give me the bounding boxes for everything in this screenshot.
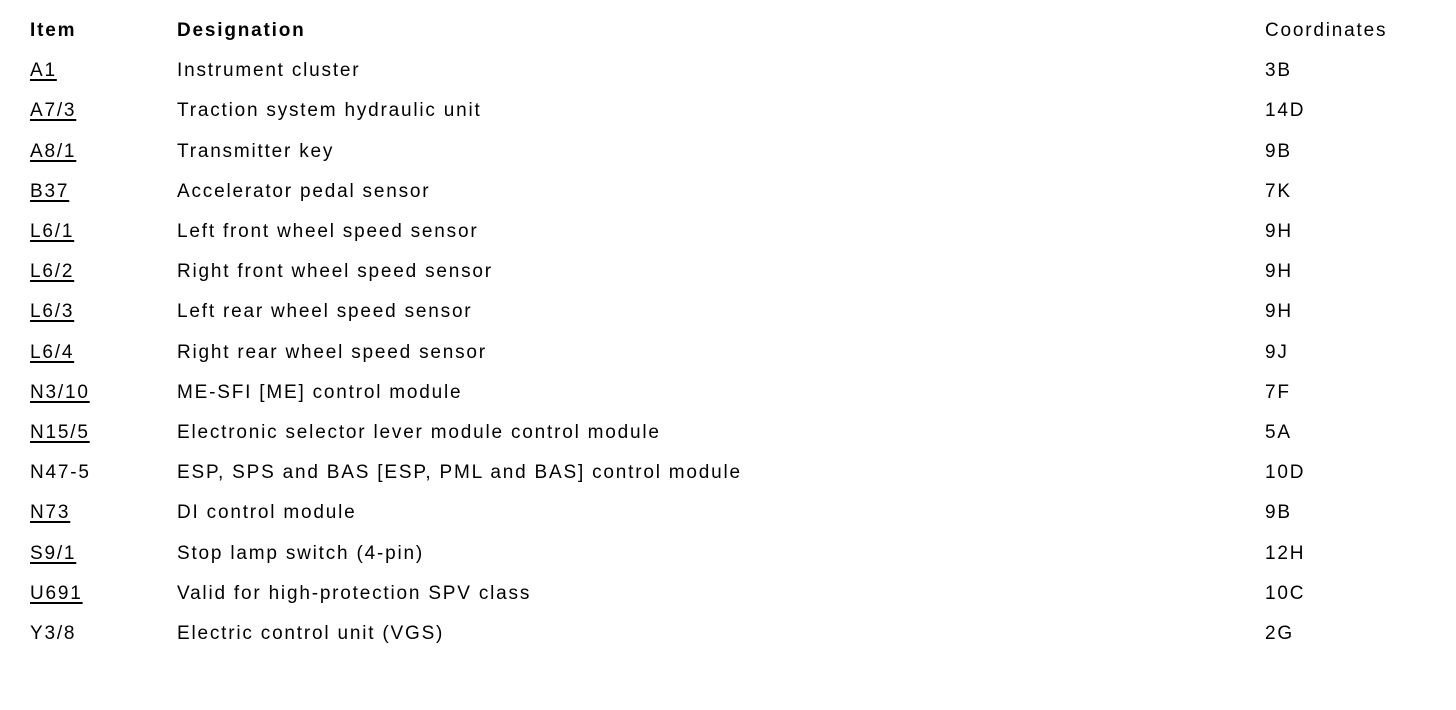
item-link[interactable]: L6/1 — [30, 221, 75, 243]
table-row: L6/2 Right front wheel speed sensor 9H — [30, 252, 1456, 292]
table-row: U691 Valid for high-protection SPV class… — [30, 574, 1456, 614]
item-link[interactable]: L6/2 — [30, 261, 75, 283]
table-row: S9/1 Stop lamp switch (4-pin) 12H — [30, 533, 1456, 573]
coordinates-cell: 14D — [1265, 100, 1306, 122]
item-link[interactable]: L6/3 — [30, 301, 75, 323]
coordinates-cell: 9B — [1265, 140, 1292, 162]
designation-cell: Right rear wheel speed sensor — [177, 341, 487, 363]
table-row: N15/5 Electronic selector lever module c… — [30, 413, 1456, 453]
item-cell: Y3/8 — [30, 622, 77, 644]
table-row: L6/3 Left rear wheel speed sensor 9H — [30, 292, 1456, 332]
item-link[interactable]: N15/5 — [30, 421, 90, 443]
table-row: A8/1 Transmitter key 9B — [30, 132, 1456, 172]
designation-cell: Left front wheel speed sensor — [177, 221, 479, 243]
table-row: A7/3 Traction system hydraulic unit 14D — [30, 91, 1456, 131]
column-header-designation: Designation — [177, 20, 306, 42]
table-body: A1 Instrument cluster 3B A7/3 Traction s… — [30, 51, 1456, 654]
coordinates-cell: 10C — [1265, 582, 1306, 604]
item-link[interactable]: S9/1 — [30, 542, 77, 564]
designation-cell: Right front wheel speed sensor — [177, 261, 493, 283]
table-header-row: Item Designation Coordinates — [30, 11, 1456, 51]
coordinates-cell: 9H — [1265, 221, 1293, 243]
item-link[interactable]: N73 — [30, 502, 71, 524]
coordinates-cell: 9H — [1265, 261, 1293, 283]
designation-cell: ESP, SPS and BAS [ESP, PML and BAS] cont… — [177, 462, 742, 484]
item-link[interactable]: A1 — [30, 60, 57, 82]
designation-cell: Electronic selector lever module control… — [177, 421, 661, 443]
table-row: Y3/8 Electric control unit (VGS) 2G — [30, 614, 1456, 654]
coordinates-cell: 2G — [1265, 622, 1294, 644]
item-link[interactable]: A8/1 — [30, 140, 77, 162]
item-link[interactable]: L6/4 — [30, 341, 75, 363]
designation-cell: Electric control unit (VGS) — [177, 622, 445, 644]
designation-cell: ME-SFI [ME] control module — [177, 381, 463, 403]
coordinates-cell: 3B — [1265, 60, 1292, 82]
item-link[interactable]: N3/10 — [30, 381, 90, 403]
designation-cell: Left rear wheel speed sensor — [177, 301, 473, 323]
item-link[interactable]: B37 — [30, 180, 70, 202]
table-row: A1 Instrument cluster 3B — [30, 51, 1456, 91]
designation-cell: Instrument cluster — [177, 60, 361, 82]
coordinates-cell: 9B — [1265, 502, 1292, 524]
table-row: N47-5 ESP, SPS and BAS [ESP, PML and BAS… — [30, 453, 1456, 493]
designation-cell: Transmitter key — [177, 140, 335, 162]
designation-cell: Accelerator pedal sensor — [177, 180, 431, 202]
column-header-coordinates: Coordinates — [1265, 20, 1388, 42]
coordinates-cell: 7F — [1265, 381, 1291, 403]
coordinates-cell: 5A — [1265, 421, 1292, 443]
coordinates-cell: 9H — [1265, 301, 1293, 323]
coordinates-cell: 10D — [1265, 462, 1306, 484]
designation-cell: Valid for high-protection SPV class — [177, 582, 532, 604]
coordinates-cell: 12H — [1265, 542, 1306, 564]
column-header-item: Item — [30, 20, 77, 42]
item-link[interactable]: U691 — [30, 582, 83, 604]
table-row: L6/1 Left front wheel speed sensor 9H — [30, 212, 1456, 252]
table-row: N3/10 ME-SFI [ME] control module 7F — [30, 373, 1456, 413]
coordinates-cell: 7K — [1265, 180, 1292, 202]
table-row: L6/4 Right rear wheel speed sensor 9J — [30, 333, 1456, 373]
designation-cell: DI control module — [177, 502, 357, 524]
item-link[interactable]: A7/3 — [30, 100, 77, 122]
designation-cell: Stop lamp switch (4-pin) — [177, 542, 424, 564]
table-row: B37 Accelerator pedal sensor 7K — [30, 172, 1456, 212]
designation-cell: Traction system hydraulic unit — [177, 100, 482, 122]
item-cell: N47-5 — [30, 462, 91, 484]
table-row: N73 DI control module 9B — [30, 493, 1456, 533]
coordinates-cell: 9J — [1265, 341, 1289, 363]
